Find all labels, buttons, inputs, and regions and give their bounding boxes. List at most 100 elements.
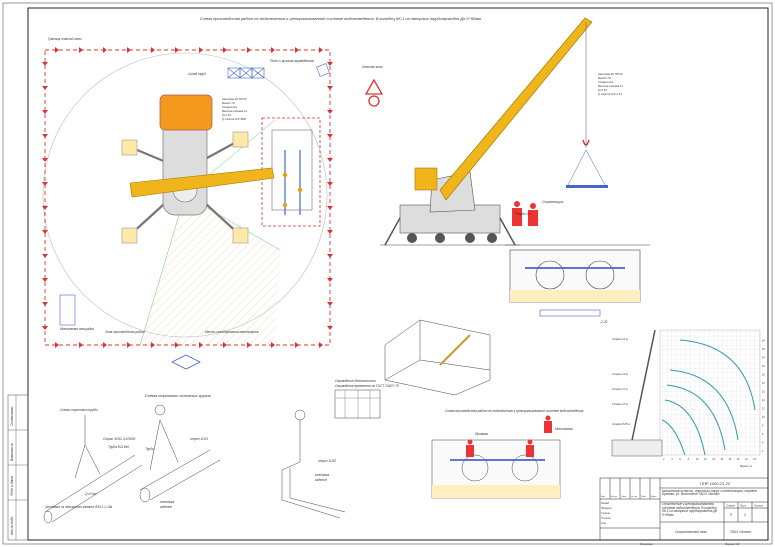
- fence-marker-icon: [79, 342, 83, 348]
- svg-text:Схема строповки трубы: Схема строповки трубы: [60, 408, 98, 412]
- label: 16: [762, 391, 765, 394]
- label: Вылет 7м: [222, 101, 235, 105]
- middle-sections: [334, 319, 561, 499]
- fence-marker-icon: [223, 47, 227, 53]
- label: -2,20: [600, 320, 607, 324]
- fence-marker-icon: [103, 342, 107, 348]
- load-curve: [669, 369, 739, 441]
- label: Изм.: [601, 496, 606, 498]
- label: 24: [761, 357, 765, 360]
- label: 20: [761, 374, 765, 377]
- label: Утв.: [601, 522, 607, 525]
- label: № док.: [631, 495, 638, 498]
- label: Q стропа 4СК 2-3,2: [598, 92, 623, 96]
- label: Вылет 7м: [598, 76, 611, 80]
- fence-marker-icon: [199, 47, 203, 53]
- label: 8: [762, 425, 764, 428]
- fence-marker-icon: [295, 47, 299, 53]
- fence-marker-icon: [42, 206, 48, 210]
- svg-text:Ограждение безопасности: Ограждение безопасности: [335, 379, 376, 383]
- label: Высота подъема 14: [222, 109, 247, 113]
- fence-marker-icon: [175, 47, 179, 53]
- label: Вылет, м: [740, 464, 752, 468]
- side-label: Инв.№ подл.: [10, 516, 14, 535]
- svg-text:ТАОЗ «Атом»: ТАОЗ «Атом»: [730, 530, 752, 534]
- title-block: [599, 477, 769, 541]
- label: 2: [761, 450, 764, 453]
- svg-text:Формат А3: Формат А3: [725, 542, 740, 546]
- svg-text:строп 1СК2: строп 1СК2: [318, 459, 336, 463]
- label: Т.контр.: [601, 512, 611, 515]
- fence-marker-icon: [247, 342, 251, 348]
- label: Зона производства работ: [105, 330, 145, 334]
- fence-marker-icon: [42, 254, 48, 258]
- fence-marker-icon: [42, 278, 48, 282]
- label: Кол.уч: [611, 496, 617, 498]
- label: Лист: [620, 496, 626, 498]
- label: 6: [762, 433, 764, 436]
- svg-text:Q=0,6т: Q=0,6т: [85, 492, 97, 496]
- label: Подп.: [641, 495, 647, 498]
- label: Стрела 21м: [598, 80, 613, 84]
- label: Стрела 15 м: [612, 402, 628, 406]
- load-curve: [666, 384, 726, 451]
- label: Q=2,5т: [598, 88, 608, 92]
- side-strip: Инв.№ подл. Подп. и дата Взам.инв.№ Согл…: [7, 394, 29, 541]
- danger-zone-fence: [44, 49, 331, 346]
- fence-marker-icon: [327, 206, 333, 210]
- inner-frame: [27, 7, 769, 541]
- label: Автокран КС-55713: [221, 97, 247, 101]
- fence-marker-icon: [79, 47, 83, 53]
- fence-marker-icon: [42, 158, 48, 162]
- svg-text:Монтажник: Монтажник: [555, 427, 573, 431]
- fence-marker-icon: [327, 62, 333, 66]
- document-code: ППР 1000-21-22: [700, 481, 731, 486]
- svg-text:Лист: Лист: [739, 505, 746, 508]
- svg-text:изделие: изделие: [160, 505, 172, 509]
- label: Проверил: [601, 507, 613, 510]
- label: Q стропа 1СК 3500: [222, 117, 247, 121]
- label: 6: [679, 458, 681, 461]
- label: 18: [729, 458, 732, 461]
- fence-marker-icon: [327, 182, 333, 186]
- label: Стрела 8,05 м: [612, 422, 630, 426]
- fence-marker-icon: [42, 230, 48, 234]
- label: Пост с ручным ограждением: [270, 59, 315, 63]
- fence-marker-icon: [151, 47, 155, 53]
- label: Разраб.: [601, 502, 610, 505]
- middle-labels: Ограждение безопасности Ограждение време…: [335, 379, 584, 436]
- crane-boom-plan: [129, 167, 275, 198]
- label: Граница опасной зоны: [48, 37, 82, 41]
- prohibition-sign-icon: [368, 95, 380, 107]
- fence-marker-icon: [42, 62, 48, 66]
- svg-text:оттяжка: оттяжка: [315, 473, 329, 477]
- label: 12: [704, 458, 707, 461]
- fence-marker-icon: [327, 230, 333, 234]
- slinging-schemes: [43, 404, 346, 524]
- svg-text:изделие: изделие: [315, 478, 327, 482]
- fence-marker-icon: [327, 302, 333, 306]
- fence-marker-icon: [319, 342, 323, 348]
- svg-text:Копировал: Копировал: [640, 542, 653, 546]
- label: 16: [720, 458, 723, 461]
- fence-marker-icon: [327, 254, 333, 258]
- stamp-address: Московская область, городской округ Солн…: [662, 489, 757, 497]
- label: 26: [761, 348, 765, 351]
- fence-marker-icon: [327, 110, 333, 114]
- svg-text:оттяжка: оттяжка: [160, 500, 174, 504]
- workers: [466, 415, 552, 457]
- label: 22: [761, 365, 765, 368]
- fence-marker-icon: [327, 326, 333, 330]
- storage-boxes: [59, 63, 330, 326]
- fence-marker-icon: [247, 47, 251, 53]
- title-block-text: ППР 1000-21-22 Стадия Лист Листов Р 2 Ст…: [601, 481, 763, 546]
- fence-marker-icon: [55, 47, 59, 53]
- fence-marker-icon: [127, 342, 131, 348]
- fence-marker-icon: [223, 342, 227, 348]
- label: 2: [662, 458, 665, 461]
- crane-cab-plan: [159, 94, 213, 131]
- svg-text:2: 2: [743, 513, 746, 517]
- label: 10: [762, 416, 765, 419]
